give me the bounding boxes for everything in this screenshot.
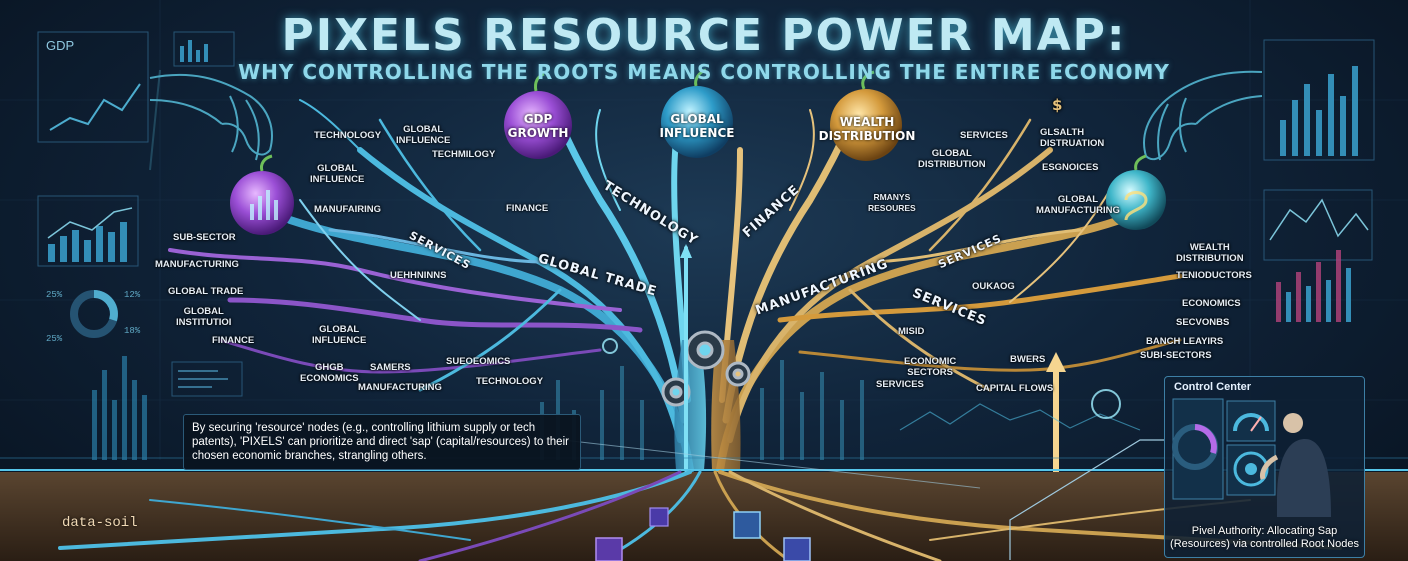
branch-label: MANUFACTURING [358,382,442,393]
branch-label: SERVICES [960,130,1008,141]
branch-label: GLOBAL DISTRIBUTION [918,148,986,170]
branch-label: RMANYS RESOURES [868,192,916,213]
left-dashboard [37,31,243,460]
branch-label: FINANCE [506,203,549,214]
dashboard-percent: 18% [124,326,141,336]
branch-label: BANCH LEAYIRS [1146,336,1224,347]
branch-label: SUBI-SECTORS [1140,350,1212,361]
branch-label: GLOBAL INSTITUTIOI [176,306,232,328]
branch-label: GLOBAL TRADE [168,286,244,297]
page-subtitle: WHY CONTROLLING THE ROOTS MEANS CONTROLL… [238,60,1170,84]
root-node-cubes [595,507,811,561]
branch-label: CAPITAL FLOWS [976,383,1054,394]
gdp-growth-fruit [504,72,572,159]
control-center-illustration [1172,398,1331,517]
control-center-panel: Control Center Pivel Authority: Allocati… [1164,376,1365,558]
explanation-callout: By securing 'resource' nodes (e.g., cont… [183,414,581,470]
branch-label: MANUFACTURING [155,259,239,270]
dashboard-gdp-label: GDP [46,38,75,53]
branch-label: GLOBAL INFLUENCE [310,163,365,185]
branch-label: GLOBAL MANUFACTURING [1036,194,1120,216]
left-hand [149,69,273,171]
branch-label: TECHNOLOGY [314,130,382,141]
branch-label: SECVONBS [1176,317,1230,328]
branch-label: ECONOMICS [1182,298,1241,309]
global-influence-fruit [661,68,733,158]
dollar-apple-fruit [1106,154,1166,230]
small-gear-icon [602,338,1121,419]
branch-label: OUKAOG [972,281,1015,292]
data-soil-label: data-soil [62,515,138,531]
right-dashboard [1263,39,1375,322]
branch-label: GLSALTH DISTRUATION [1040,127,1105,149]
branch-label: SUEOEOMICS [446,356,511,367]
branch-label: ECONOMIC SECTORS [904,356,957,378]
branch-label: WEALTH DISTRIBUTION [1176,242,1244,264]
branch-label: GLOBAL INFLUENCE [396,124,451,146]
control-center-title: Control Center [1174,381,1251,393]
branch-label: GHGB ECONOMICS [300,362,359,384]
dashboard-percent: 25% [46,334,63,344]
branch-label: SAMERS [370,362,411,373]
branch-label: SUB-SECTOR [173,232,236,243]
branch-label: TECHMILOGY [432,149,496,160]
dashboard-percent: 25% [46,290,63,300]
gear-icon [661,330,751,407]
dollar-icon: $ [1052,96,1064,114]
branch-label: ESGNOICES [1042,162,1099,173]
right-hand [1143,70,1263,161]
control-center-caption: Pivel Authority: Allocating Sap (Resourc… [1170,525,1359,550]
chart-apple-fruit [230,154,294,235]
wealth-distribution-fruit [830,70,902,161]
branch-label: SERVICES [876,379,924,390]
branch-label: TENIODUCTORS [1176,270,1252,281]
page-title: PIXELS RESOURCE POWER MAP: [281,10,1127,61]
branch-label: FINANCE [212,335,255,346]
dashboard-percent: 12% [124,290,141,300]
branch-label: GLOBAL INFLUENCE [312,324,367,346]
branch-label: TECHNOLOGY [476,376,544,387]
branch-label: BWERS [1010,354,1046,365]
branch-label: MANUFAIRING [314,204,382,215]
branch-label: MISID [898,326,925,337]
branch-label: UEHHNINNS [390,270,447,281]
